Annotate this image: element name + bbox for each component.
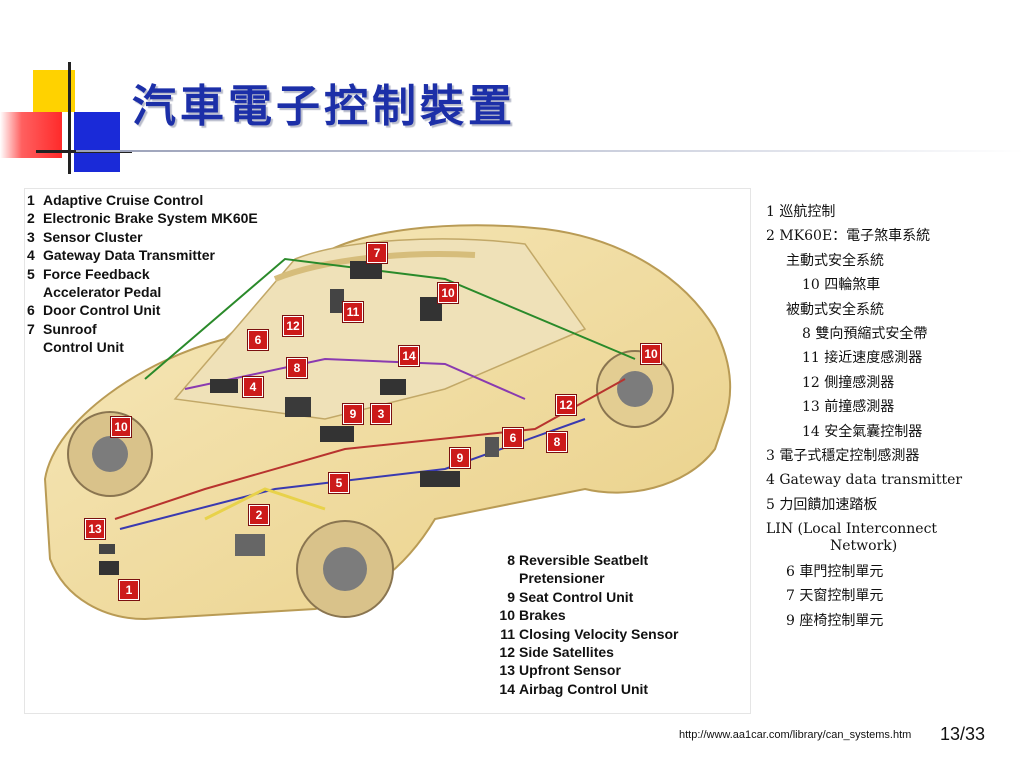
component-door-unit-rear (485, 437, 499, 457)
callout-14: 14 (398, 345, 420, 367)
decor-vertical-line (68, 62, 71, 174)
component-seatbelt-top (420, 297, 442, 321)
note-item: 14 安全氣囊控制器 (802, 423, 923, 440)
note-item: 3 電子式穩定控制感測器 (766, 448, 920, 465)
callout-8-right: 8 (546, 431, 568, 453)
car-diagram-figure: 7 10 11 12 6 8 14 4 9 3 10 12 6 8 9 5 2 … (24, 188, 751, 714)
component-seat-control-rear (420, 471, 460, 487)
callout-13: 13 (84, 518, 106, 540)
callout-7: 7 (366, 242, 388, 264)
note-item: 12 側撞感測器 (802, 374, 895, 391)
component-gateway (210, 379, 238, 393)
callout-1: 1 (118, 579, 140, 601)
title-underline (76, 150, 1024, 152)
note-item: 6 車門控制單元 (786, 563, 884, 580)
note-item: 2 MK60E：電子煞車系統 (766, 228, 931, 245)
note-item: 7 天窗控制單元 (786, 588, 884, 605)
note-item: 10 四輪煞車 (802, 277, 881, 294)
decor-blue-block (74, 112, 120, 172)
front-left-hub (92, 436, 128, 472)
rear-right-hub (617, 371, 653, 407)
component-ebs-module (235, 534, 265, 556)
callout-12-left: 12 (282, 315, 304, 337)
callout-12-right: 12 (555, 394, 577, 416)
note-item: 主動式安全系統 (786, 252, 884, 269)
note-item: 5 力回饋加速踏板 (766, 496, 878, 513)
callout-4: 4 (242, 376, 264, 398)
callout-8-left: 8 (286, 357, 308, 379)
front-right-hub (323, 547, 367, 591)
callout-9-front: 9 (342, 403, 364, 425)
legend-item-continuation: Accelerator Pedal (43, 284, 162, 301)
bus-wire-yellow (204, 487, 326, 521)
component-sunroof-unit (350, 261, 382, 279)
component-acc-sensor (99, 561, 119, 575)
component-velocity-sensor (330, 289, 344, 313)
callout-10-rear-right: 10 (640, 343, 662, 365)
callout-2: 2 (248, 504, 270, 526)
page-number: 13/33 (940, 724, 986, 744)
callout-11: 11 (342, 301, 364, 323)
cabin-shape (173, 238, 587, 420)
callout-6-left: 6 (247, 329, 269, 351)
component-airbag-unit (380, 379, 406, 395)
legend-item-continuation: Control Unit (43, 339, 124, 356)
component-upfront-sensor (99, 544, 115, 554)
slide-title: 汽車電子控制裝置 (132, 81, 516, 132)
note-item: 11 接近速度感測器 (802, 350, 923, 367)
source-link[interactable]: http://www.aa1car.com/library/can_system… (679, 729, 912, 741)
callout-6-right: 6 (502, 427, 524, 449)
callout-5: 5 (328, 472, 350, 494)
legend-item-continuation: Pretensioner (519, 570, 605, 587)
note-item: LIN (Local Interconnect (766, 521, 938, 538)
callout-9-rear: 9 (449, 447, 471, 469)
bus-wire-purple (184, 357, 526, 400)
note-item: Network) (830, 537, 898, 554)
note-item: 13 前撞感測器 (802, 399, 895, 416)
notes-list: 1 巡航控制 2 MK60E：電子煞車系統 主動式安全系統 10 四輪煞車 被動… (766, 200, 1016, 633)
callout-10-rear-left: 10 (437, 282, 459, 304)
note-item: 4 Gateway data transmitter (766, 472, 963, 489)
note-item: 8 雙向預縮式安全帶 (802, 326, 928, 343)
component-seat-control (320, 426, 354, 442)
note-item: 1 巡航控制 (766, 204, 836, 220)
callout-10-front: 10 (110, 416, 132, 438)
note-item: 9 座椅控制單元 (786, 612, 884, 629)
component-pedal-box (285, 397, 311, 417)
callout-3: 3 (370, 403, 392, 425)
note-item: 被動式安全系統 (786, 301, 884, 318)
